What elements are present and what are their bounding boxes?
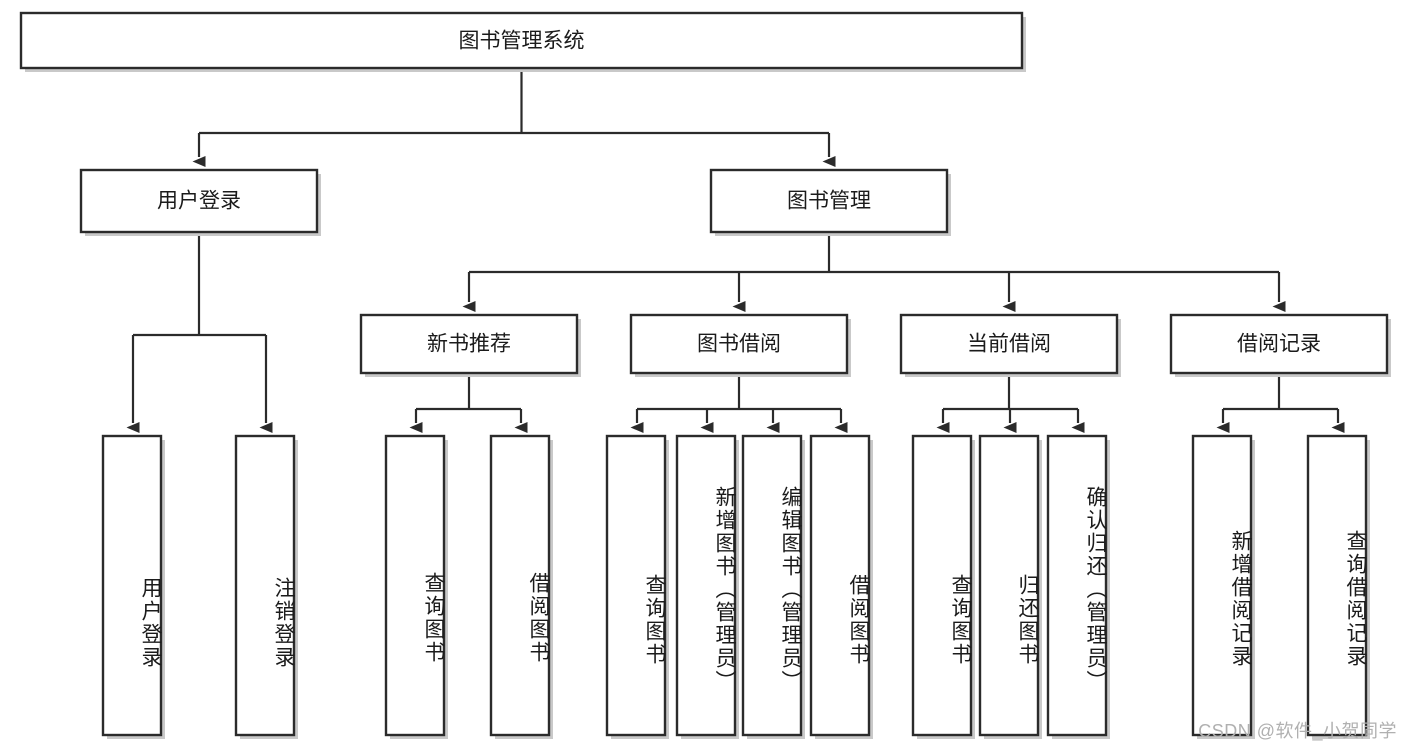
leaf-box-query-record[interactable] <box>1306 434 1368 737</box>
node-borrow-record[interactable]: 借阅记录 <box>1169 313 1391 377</box>
leaf-box-query-book-1[interactable] <box>384 434 446 737</box>
node-book-manage[interactable]: 图书管理 <box>709 168 951 236</box>
leaf-box-query-book-2[interactable] <box>605 434 667 737</box>
node-user-login-label: 用户登录 <box>157 190 241 213</box>
leaf-box-borrow-book-2[interactable] <box>809 434 871 737</box>
node-book-manage-label: 图书管理 <box>787 190 871 213</box>
node-user-login[interactable]: 用户登录 <box>79 168 321 236</box>
leaf-box-add-book[interactable] <box>675 434 737 737</box>
leaf-box-borrow-book-1[interactable] <box>489 434 551 737</box>
node-book-borrow-label: 图书借阅 <box>697 333 781 356</box>
node-root[interactable]: 图书管理系统 <box>19 11 1026 72</box>
leaf-box-group <box>101 434 1370 739</box>
leaf-box-edit-book[interactable] <box>741 434 803 737</box>
leaf-box-query-book-3[interactable] <box>911 434 973 737</box>
node-current-borrow-label: 当前借阅 <box>967 333 1051 356</box>
node-new-book-recommend[interactable]: 新书推荐 <box>359 313 581 377</box>
node-book-borrow[interactable]: 图书借阅 <box>629 313 851 377</box>
connector-group <box>126 68 1345 433</box>
node-root-label: 图书管理系统 <box>459 30 585 53</box>
node-borrow-record-label: 借阅记录 <box>1237 333 1321 356</box>
node-new-book-recommend-label: 新书推荐 <box>427 333 511 356</box>
leaf-box-confirm-return[interactable] <box>1046 434 1108 737</box>
leaf-box-return-book[interactable] <box>978 434 1040 737</box>
node-current-borrow[interactable]: 当前借阅 <box>899 313 1121 377</box>
leaf-box-user-login[interactable] <box>101 434 163 737</box>
leaf-box-add-record[interactable] <box>1191 434 1253 737</box>
watermark-text: CSDN @软件_小贺同学 <box>1198 721 1397 741</box>
leaf-box-logout-login[interactable] <box>234 434 296 737</box>
